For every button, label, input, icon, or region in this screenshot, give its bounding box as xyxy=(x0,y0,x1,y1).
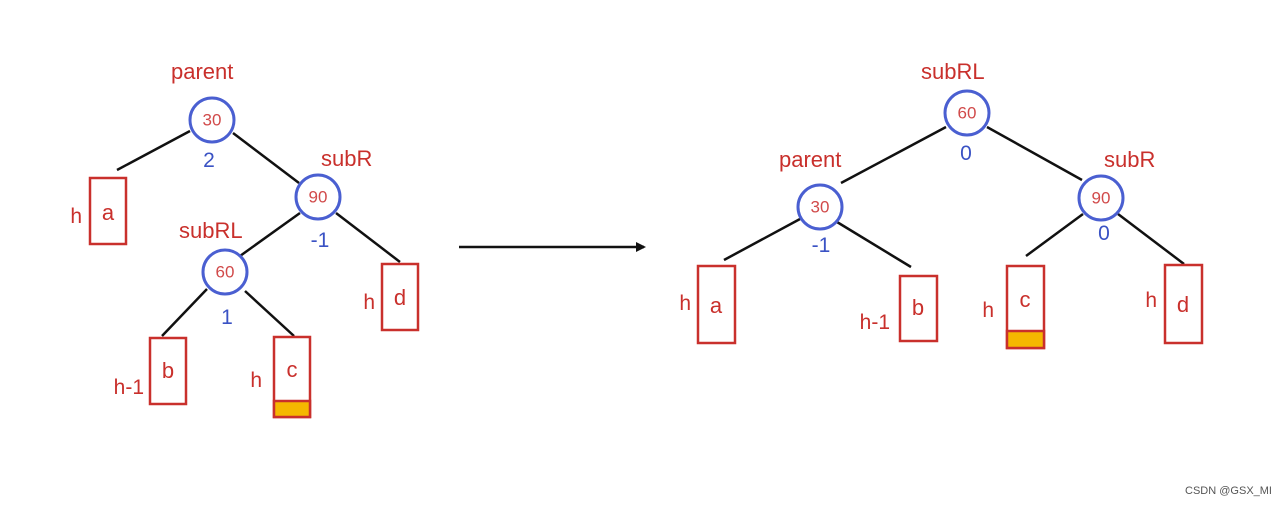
extra-height-block xyxy=(272,399,312,419)
before-tree: 30 parent 2 90 subR -1 60 subRL 1 a h b xyxy=(70,59,420,419)
edge-subRL-c xyxy=(244,290,295,337)
edge-subRL-subR xyxy=(986,125,1083,182)
node-subRL: 60 subRL 0 xyxy=(921,59,991,165)
node-circle xyxy=(1077,174,1125,222)
subtree-a: a h xyxy=(679,264,737,345)
subtree-name: b xyxy=(912,295,924,320)
subtree-name: b xyxy=(162,358,174,383)
node-subR: 90 subR 0 xyxy=(1077,147,1155,245)
subtree-a: a h xyxy=(70,176,128,246)
node-value: 60 xyxy=(958,104,977,123)
node-circle xyxy=(943,89,991,137)
subtree-height: h xyxy=(679,292,691,315)
balance-factor: -1 xyxy=(812,234,831,257)
node-circle xyxy=(188,96,236,144)
subtree-box xyxy=(1163,263,1204,345)
node-subRL: 60 subRL 1 xyxy=(179,218,249,329)
subtree-d: d h xyxy=(363,262,420,332)
node-label: parent xyxy=(171,59,233,84)
subtree-box xyxy=(148,336,188,406)
edge-parent-a xyxy=(723,217,801,262)
extra-height-block xyxy=(1005,329,1046,350)
subtree-b: b h-1 xyxy=(860,274,939,343)
balance-factor: 1 xyxy=(221,306,233,329)
subtree-c: c h xyxy=(982,264,1046,350)
subtree-name: d xyxy=(1177,292,1189,317)
edge-subR-d xyxy=(1117,213,1185,265)
node-label: subRL xyxy=(179,218,243,243)
node-label: subR xyxy=(1104,147,1155,172)
edge-subR-c xyxy=(1025,212,1084,258)
subtree-name: d xyxy=(394,285,406,310)
node-circle xyxy=(201,248,249,296)
balance-factor: -1 xyxy=(311,229,330,252)
subtree-c: c h xyxy=(250,335,312,419)
edge-subR-d xyxy=(335,212,401,263)
node-circle xyxy=(796,183,844,231)
node-value: 30 xyxy=(203,111,222,130)
edge-parent-subR xyxy=(232,132,300,184)
edge-parent-b xyxy=(836,220,912,269)
subtree-box xyxy=(898,274,939,343)
node-parent: 30 parent -1 xyxy=(779,147,844,257)
subtree-b: b h-1 xyxy=(114,336,188,406)
subtree-name: c xyxy=(287,357,298,382)
subtree-box xyxy=(88,176,128,246)
subtree-height: h xyxy=(363,291,375,314)
node-value: 30 xyxy=(811,198,830,217)
subtree-d: d h xyxy=(1145,263,1204,345)
node-label: parent xyxy=(779,147,841,172)
balance-factor: 2 xyxy=(203,149,215,172)
node-subR: 90 subR -1 xyxy=(294,146,372,252)
node-label: subR xyxy=(321,146,372,171)
node-circle xyxy=(294,173,342,221)
node-label: subRL xyxy=(921,59,985,84)
subtree-height: h-1 xyxy=(114,376,144,399)
subtree-box xyxy=(696,264,737,345)
node-parent: 30 parent 2 xyxy=(171,59,236,172)
node-value: 90 xyxy=(1092,189,1111,208)
subtree-height: h xyxy=(250,369,262,392)
subtree-name: c xyxy=(1020,287,1031,312)
subtree-height: h xyxy=(70,205,82,228)
watermark-text: CSDN @GSX_MI xyxy=(1185,485,1272,497)
edge-parent-a xyxy=(116,129,191,172)
subtree-height: h xyxy=(982,299,994,322)
balance-factor: 0 xyxy=(960,142,972,165)
node-value: 90 xyxy=(309,188,328,207)
edge-subRL-b xyxy=(161,288,208,337)
subtree-box xyxy=(380,262,420,332)
edge-subR-subRL xyxy=(239,211,301,258)
subtree-height: h xyxy=(1145,289,1157,312)
subtree-name: a xyxy=(710,293,723,318)
subtree-name: a xyxy=(102,200,115,225)
after-tree: 60 subRL 0 30 parent -1 90 subR 0 a h b xyxy=(679,59,1204,350)
balance-factor: 0 xyxy=(1098,222,1110,245)
node-value: 60 xyxy=(216,263,235,282)
subtree-height: h-1 xyxy=(860,311,890,334)
edge-subRL-parent xyxy=(840,125,947,185)
